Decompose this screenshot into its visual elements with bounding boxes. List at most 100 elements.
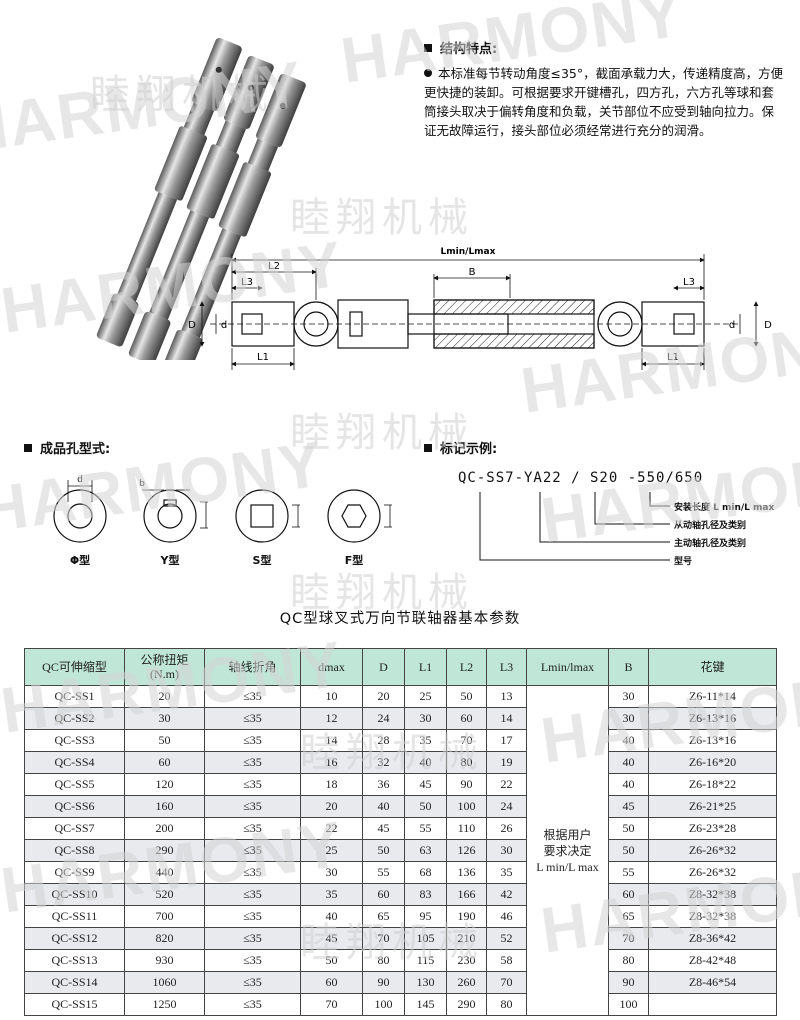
table-cell: 290 xyxy=(124,839,205,862)
table-cell: 30 xyxy=(300,861,363,884)
table-cell: 160 xyxy=(124,795,205,818)
table-cell: 70 xyxy=(362,927,405,950)
table-cell: ≤35 xyxy=(204,729,301,752)
table-cell: 14 xyxy=(486,707,527,730)
table-cell: 24 xyxy=(362,707,405,730)
marking-leaders xyxy=(479,492,670,561)
table-cell: 22 xyxy=(486,773,527,796)
table-cell: 28 xyxy=(362,729,405,752)
table-cell: 63 xyxy=(404,839,447,862)
table-cell: 45 xyxy=(608,795,649,818)
table-cell: ≤35 xyxy=(204,861,301,884)
table-header-cell: QC可伸缩型 xyxy=(24,648,125,686)
table-cell xyxy=(648,993,777,1016)
marking-code: QC-SS7-YA22 / S20 -550/650 xyxy=(458,470,704,486)
table-header-cell: L2 xyxy=(446,648,487,686)
table-cell: 68 xyxy=(404,861,447,884)
table-cell: QC-SS1 xyxy=(24,685,125,708)
table-cell: 166 xyxy=(446,883,487,906)
table-cell: 820 xyxy=(124,927,205,950)
table-cell: 200 xyxy=(124,817,205,840)
shaft-2 xyxy=(128,55,274,360)
table-cell: QC-SS5 xyxy=(24,773,125,796)
table-cell: 45 xyxy=(362,817,405,840)
table-cell: 13 xyxy=(486,685,527,708)
dim-l3-left: L3 xyxy=(241,277,253,288)
hole-dim-d: d xyxy=(77,475,83,485)
table-cell: QC-SS15 xyxy=(24,993,125,1016)
table-cell: 60 xyxy=(124,751,205,774)
table-cell: 25 xyxy=(404,685,447,708)
table-cell: 50 xyxy=(608,839,649,862)
table-cell: 40 xyxy=(300,905,363,928)
square-bullet-icon xyxy=(424,44,432,52)
table-cell: 60 xyxy=(608,883,649,906)
table-cell: 26 xyxy=(486,817,527,840)
table-header-cell: D xyxy=(362,648,405,686)
table-cell: 90 xyxy=(608,971,649,994)
table-cell: QC-SS13 xyxy=(24,949,125,972)
dim-d-inner-right: d xyxy=(729,320,735,331)
table-cell: 136 xyxy=(446,861,487,884)
table-cell: 80 xyxy=(362,949,405,972)
table-cell: 50 xyxy=(362,839,405,862)
product-photo xyxy=(96,37,306,360)
table-cell: 90 xyxy=(446,773,487,796)
table-cell: 40 xyxy=(608,751,649,774)
dim-l3-right: L3 xyxy=(683,277,695,288)
table-cell-length-note: 根据用户 要求决定 L min/L max xyxy=(526,685,609,1016)
table-cell: 46 xyxy=(486,905,527,928)
dim-b: B xyxy=(469,267,476,278)
table-cell: 70 xyxy=(608,927,649,950)
table-cell: ≤35 xyxy=(204,949,301,972)
table-cell: 440 xyxy=(124,861,205,884)
table-cell: QC-SS14 xyxy=(24,971,125,994)
square-bullet-icon xyxy=(24,444,32,452)
table-header-cell: 公称扭矩 (N.m) xyxy=(124,648,205,686)
table-cell: 40 xyxy=(608,773,649,796)
table-cell: 130 xyxy=(404,971,447,994)
table-cell: Z8-32*38 xyxy=(648,883,777,906)
table-cell: QC-SS6 xyxy=(24,795,125,818)
table-cell: 110 xyxy=(446,817,487,840)
hole-type-f: F型 xyxy=(344,554,364,567)
table-cell: 55 xyxy=(404,817,447,840)
table-cell: 60 xyxy=(362,883,405,906)
table-cell: 1060 xyxy=(124,971,205,994)
table-header-cell: B xyxy=(608,648,649,686)
table-cell: Z6-23*28 xyxy=(648,817,777,840)
table-header-cell: L3 xyxy=(486,648,527,686)
legend-driven: 从动轴孔径及类别 xyxy=(674,521,747,531)
table-cell: 100 xyxy=(608,993,649,1016)
table-cell: QC-SS4 xyxy=(24,751,125,774)
table-header-cell: 轴线折角 xyxy=(204,648,301,686)
table-cell: 10 xyxy=(300,685,363,708)
table-cell: QC-SS7 xyxy=(24,817,125,840)
table-cell: 32 xyxy=(362,751,405,774)
table-cell: QC-SS2 xyxy=(24,707,125,730)
table-cell: 42 xyxy=(486,883,527,906)
table-cell: Z6-11*14 xyxy=(648,685,777,708)
table-cell: QC-SS10 xyxy=(24,883,125,906)
hole-types-drawing: d b xyxy=(53,475,392,543)
dim-d-outer-right: D xyxy=(764,320,772,331)
hole-type-y: Y型 xyxy=(160,554,180,567)
table-cell: 55 xyxy=(362,861,405,884)
table-cell: 70 xyxy=(486,971,527,994)
table-cell: 65 xyxy=(608,905,649,928)
dim-d-outer-left: D xyxy=(188,320,196,331)
technical-drawing: Lmin/Lmax L2 L3 B L3 L1 L1 D d D d xyxy=(188,247,772,370)
table-cell: 80 xyxy=(608,949,649,972)
marking-heading: 标记示例: xyxy=(424,438,497,457)
legend-driving: 主动轴孔径及类别 xyxy=(674,539,747,549)
table-cell: 50 xyxy=(446,685,487,708)
table-cell: QC-SS8 xyxy=(24,839,125,862)
legend-model: 型号 xyxy=(674,557,693,567)
table-cell: Z6-21*25 xyxy=(648,795,777,818)
table-cell: QC-SS11 xyxy=(24,905,125,928)
